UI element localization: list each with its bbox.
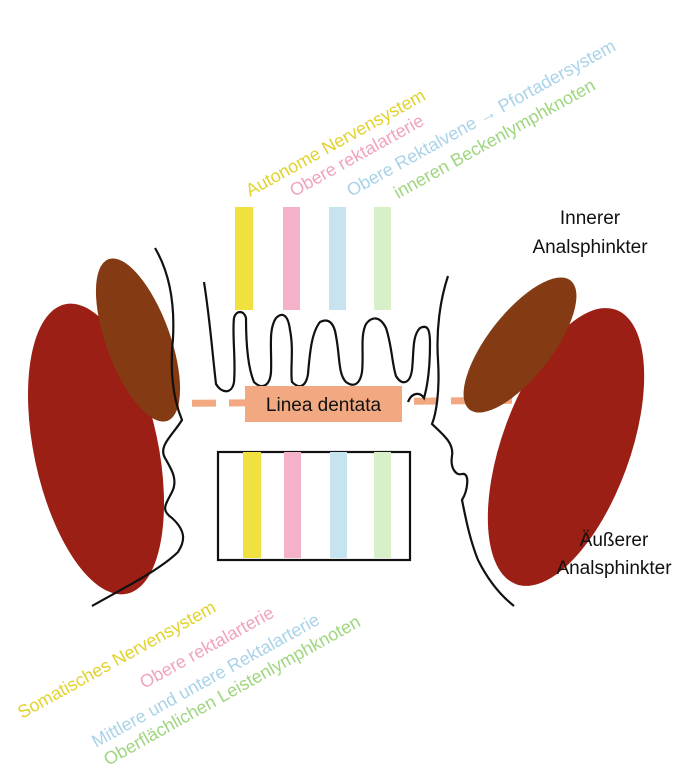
outer-sphincter-label-line1: Äußerer <box>580 530 649 551</box>
outer-sphincter-label-line2: Analsphinkter <box>556 558 672 579</box>
canal-wall-left <box>91 247 185 607</box>
upper-bar-artery <box>283 207 300 310</box>
upper-bar-lymph <box>374 207 391 310</box>
lower-bar-vein <box>330 452 347 558</box>
inner-sphincter-label-line2: Analsphinkter <box>532 237 648 258</box>
lower-label-vein: Mittlere und untere Rektalarterie <box>88 609 323 751</box>
lower-bar-artery <box>284 452 301 558</box>
upper-bar-nerve <box>235 207 253 310</box>
upper-bar-vein <box>329 207 346 310</box>
lower-bar-lymph <box>374 452 391 558</box>
inner-sphincter-left <box>95 258 181 422</box>
inner-sphincter-label-line1: Innerer <box>560 208 621 229</box>
inner-sphincter-right <box>463 277 577 413</box>
dentate-line-box <box>245 386 402 422</box>
dentate-line-label: Linea dentata <box>266 395 382 416</box>
canal-wall-right <box>430 275 515 607</box>
anal-columns <box>202 281 432 403</box>
outer-sphincter-right <box>487 308 645 586</box>
lower-bar-nerve <box>243 452 261 558</box>
